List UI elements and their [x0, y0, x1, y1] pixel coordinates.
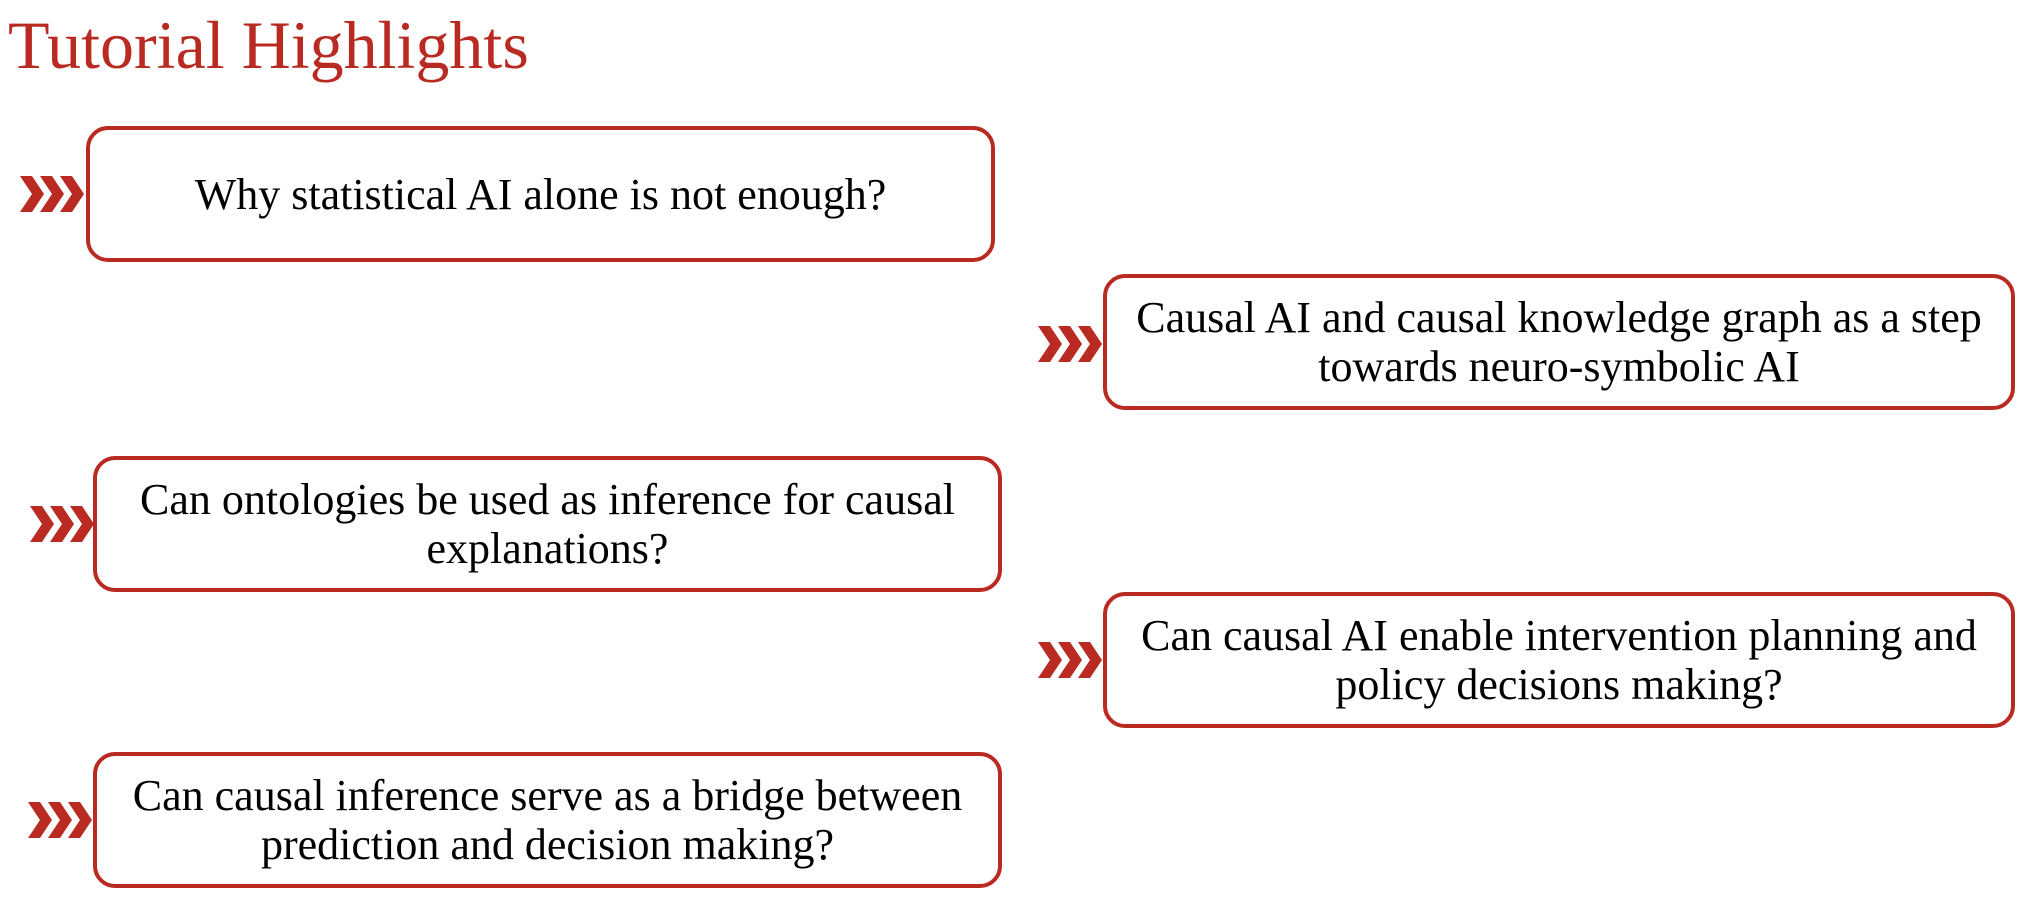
triple-chevron-right-icon: [20, 176, 84, 212]
highlight-text: Can causal inference serve as a bridge b…: [132, 771, 963, 869]
triple-chevron-right-icon: [1038, 326, 1102, 362]
highlight-text: Causal AI and causal knowledge graph as …: [1136, 293, 1982, 391]
triple-chevron-right-icon: [28, 802, 92, 838]
highlight-text: Can causal AI enable intervention planni…: [1141, 611, 1977, 709]
highlight-box: Can causal inference serve as a bridge b…: [93, 752, 1002, 888]
triple-chevron-right-icon: [30, 506, 94, 542]
highlight-box: Can ontologies be used as inference for …: [93, 456, 1002, 592]
highlight-box: Why statistical AI alone is not enough?: [86, 126, 995, 262]
highlight-text: Can ontologies be used as inference for …: [140, 475, 955, 573]
highlight-box: Causal AI and causal knowledge graph as …: [1103, 274, 2015, 410]
triple-chevron-right-icon: [1038, 642, 1102, 678]
highlight-text: Why statistical AI alone is not enough?: [194, 169, 887, 219]
page-title: Tutorial Highlights: [8, 7, 529, 83]
highlight-box: Can causal AI enable intervention planni…: [1103, 592, 2015, 728]
